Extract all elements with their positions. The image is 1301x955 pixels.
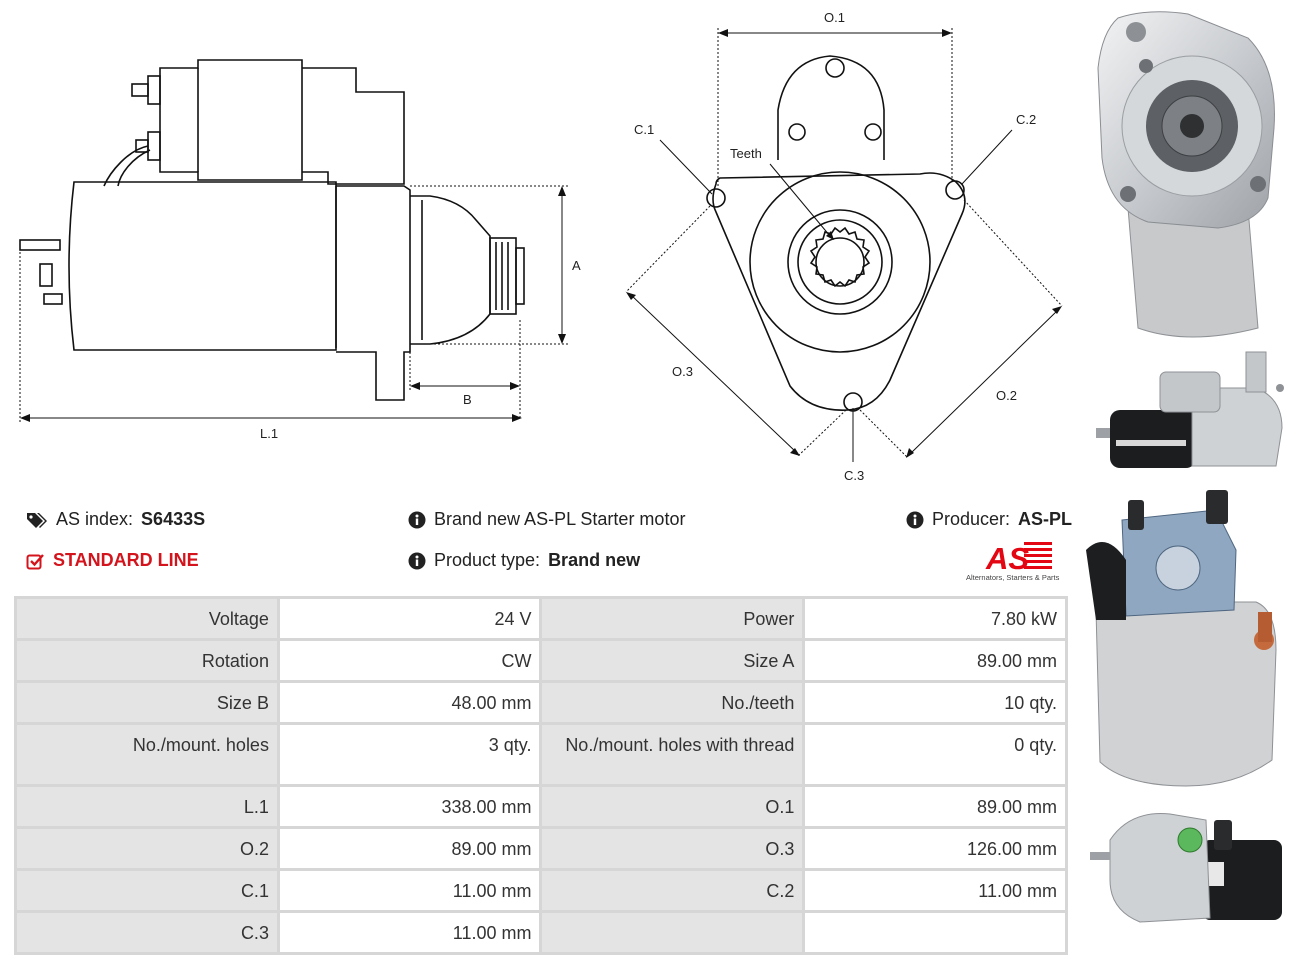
dim-a-label: A <box>572 258 581 273</box>
spec-value: 24 V <box>279 599 540 638</box>
spec-label: No./teeth <box>542 683 803 722</box>
product-photo-back[interactable] <box>1086 490 1288 788</box>
product-photo-front[interactable] <box>1088 8 1288 346</box>
side-view-drawing: A B L.1 <box>19 59 581 441</box>
spec-label: O.1 <box>542 787 803 826</box>
product-type-row: Product type: Brand new <box>408 550 640 571</box>
spec-value: 89.00 mm <box>805 641 1065 680</box>
dim-o2-label: O.2 <box>996 388 1017 403</box>
spec-label: Voltage <box>17 599 277 638</box>
spec-value: 11.00 mm <box>279 913 540 952</box>
dim-b-label: B <box>463 392 472 407</box>
as-index-row: AS index: S6433S <box>26 509 205 530</box>
description-row: Brand new AS-PL Starter motor <box>408 509 685 530</box>
info-circle-icon <box>408 511 426 528</box>
spec-label: O.2 <box>17 829 277 868</box>
standard-line-label: STANDARD LINE <box>53 550 199 570</box>
tags-icon <box>27 512 47 528</box>
check-square-icon <box>26 553 44 569</box>
product-photo-side[interactable] <box>1096 348 1292 472</box>
spec-label: No./mount. holes <box>17 725 277 784</box>
spec-value: 89.00 mm <box>805 787 1065 826</box>
dim-l1-label: L.1 <box>260 426 278 441</box>
spec-label <box>542 913 803 952</box>
teeth-label: Teeth <box>730 146 762 161</box>
producer-value: AS-PL <box>1018 509 1073 529</box>
product-type-label: Product type: <box>434 550 541 570</box>
dim-o1-label: O.1 <box>824 10 845 25</box>
dim-o3-label: O.3 <box>672 364 693 379</box>
standard-line-row: STANDARD LINE <box>26 550 199 571</box>
spec-label: C.2 <box>542 871 803 910</box>
spec-label: Size B <box>17 683 277 722</box>
producer-row: Producer: AS-PL <box>906 509 1072 530</box>
logo-speed-lines <box>1024 542 1052 569</box>
spec-value: 0 qty. <box>805 725 1065 784</box>
spec-label: Size A <box>542 641 803 680</box>
as-index-label: AS index: <box>56 509 134 529</box>
product-type-value: Brand new <box>548 550 641 570</box>
spec-label: No./mount. holes with thread <box>542 725 803 784</box>
spec-value: 48.00 mm <box>279 683 540 722</box>
product-photo-angle[interactable] <box>1090 800 1290 926</box>
spec-value <box>805 913 1065 952</box>
spec-value: 3 qty. <box>279 725 540 784</box>
spec-value: 7.80 kW <box>805 599 1065 638</box>
spec-label: L.1 <box>17 787 277 826</box>
spec-label: C.1 <box>17 871 277 910</box>
front-view-drawing: O.1 O.2 O.3 C.1 C.2 C.3 Teeth <box>625 10 1063 483</box>
spec-label: Power <box>542 599 803 638</box>
dim-c2-label: C.2 <box>1016 112 1036 127</box>
spec-label: Rotation <box>17 641 277 680</box>
dim-c3-label: C.3 <box>844 468 864 483</box>
logo-text: AS <box>985 541 1029 576</box>
spec-label: C.3 <box>17 913 277 952</box>
producer-label: Producer: <box>932 509 1011 529</box>
as-pl-logo: AS Alternators, Starters & Parts <box>962 540 1072 584</box>
info-circle-icon <box>408 552 426 569</box>
spec-value: 89.00 mm <box>279 829 540 868</box>
spec-value: CW <box>279 641 540 680</box>
dim-c1-label: C.1 <box>634 122 654 137</box>
spec-value: 338.00 mm <box>279 787 540 826</box>
spec-value: 11.00 mm <box>279 871 540 910</box>
spec-value: 126.00 mm <box>805 829 1065 868</box>
spec-value: 11.00 mm <box>805 871 1065 910</box>
spec-value: 10 qty. <box>805 683 1065 722</box>
info-circle-icon <box>906 511 924 528</box>
as-index-value: S6433S <box>141 509 206 529</box>
spec-label: O.3 <box>542 829 803 868</box>
description-text: Brand new AS-PL Starter motor <box>434 509 686 529</box>
logo-tagline: Alternators, Starters & Parts <box>966 573 1060 582</box>
